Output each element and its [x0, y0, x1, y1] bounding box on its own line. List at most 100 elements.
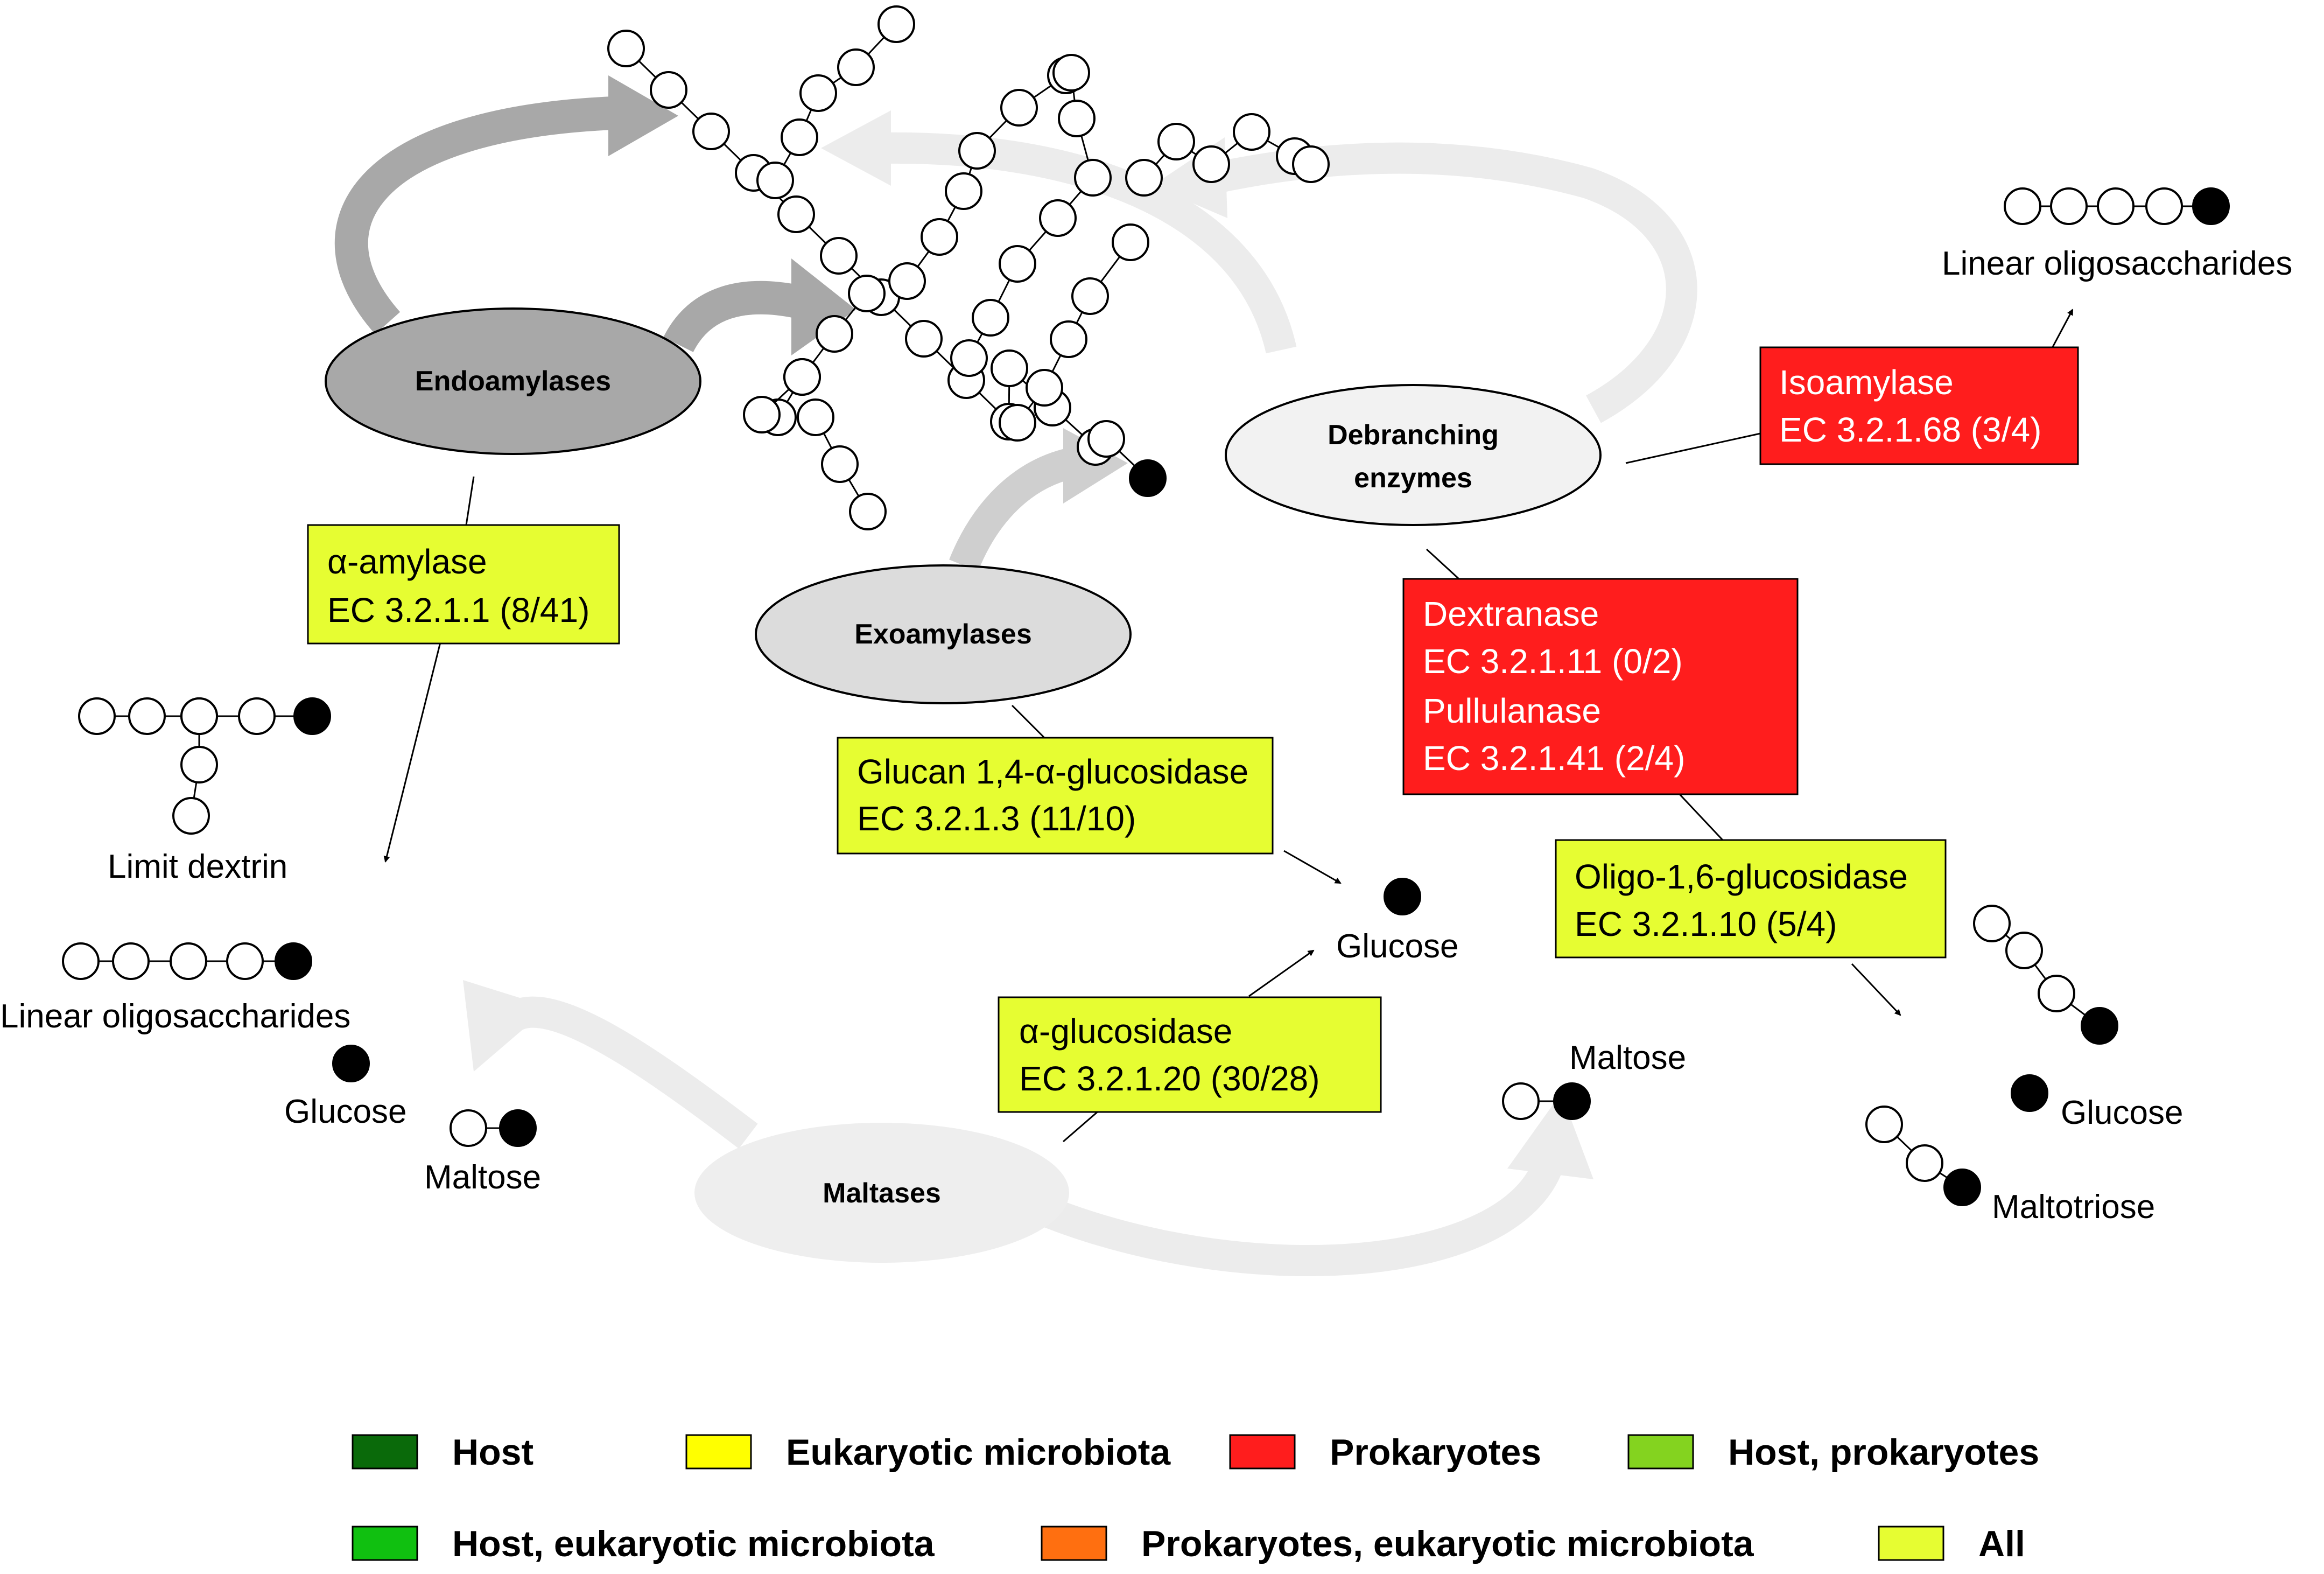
- alpha-amylase-name: α-amylase: [327, 542, 487, 581]
- legend-swatch: [352, 1526, 418, 1561]
- glucose-unit: [607, 30, 645, 67]
- glucose-unit: [877, 5, 915, 43]
- glucose-unit: [820, 237, 858, 275]
- glucose-unit: [1192, 145, 1230, 183]
- glucose-unit: [2005, 932, 2043, 969]
- legend-swatch: [1627, 1434, 1694, 1470]
- glucose-unit: [991, 349, 1028, 387]
- glucose-unit: [1074, 159, 1112, 197]
- legend-swatch: [1878, 1526, 1944, 1561]
- glucose-unit: [180, 697, 218, 735]
- legend-swatch: [352, 1434, 418, 1470]
- reducing-glucose-unit: [1384, 878, 1421, 915]
- glucose-unit: [62, 942, 100, 980]
- glucose-unit: [1052, 54, 1090, 92]
- glucan-glucosidase-box: Glucan 1,4-α-glucosidase EC 3.2.1.3 (11/…: [837, 737, 1274, 855]
- glucose-unit: [1050, 320, 1087, 358]
- starch-branch-down-left-a: [743, 358, 821, 433]
- alpha-glucosidase-box: α-glucosidase EC 3.2.1.20 (30/28): [998, 996, 1382, 1113]
- legend-label: Host: [452, 1432, 533, 1473]
- product-labels: Limit dextrin Linear oligosaccharides Gl…: [0, 245, 2292, 1226]
- reducing-glucose-unit: [293, 697, 331, 735]
- oligo-glucosidase-rect: [1555, 839, 1947, 959]
- debranching-label-line2: enzymes: [1354, 463, 1472, 494]
- reducing-glucose-unit: [1553, 1082, 1591, 1120]
- alpha-amylase-rect: [307, 524, 620, 645]
- legend-label: Host, eukaryotic microbiota: [452, 1523, 935, 1564]
- dextranase-ec: EC 3.2.1.11 (0/2): [1423, 642, 1683, 681]
- glucose-unit: [112, 942, 150, 980]
- glucose-left: [332, 1045, 370, 1082]
- starch-reducing-end: [1087, 420, 1167, 497]
- starch-branch-down-left-b: [797, 398, 887, 530]
- glucose-unit: [837, 48, 875, 86]
- maltose-left-label: Maltose: [424, 1159, 541, 1196]
- glucose-unit: [1157, 123, 1195, 160]
- reducing-glucose-unit: [2081, 1007, 2118, 1045]
- linear-oligo-left: [62, 942, 312, 980]
- dextranase-connector-top: [1426, 548, 1460, 580]
- molecules: [62, 5, 2230, 1206]
- glucose-unit: [756, 162, 794, 199]
- glucose-unit: [905, 320, 943, 358]
- glucose-unit: [888, 262, 926, 300]
- alpha-glucosidase-ec: EC 3.2.1.20 (30/28): [1019, 1059, 1320, 1098]
- glucose-unit: [1112, 223, 1149, 261]
- maltase-arrow-left: [494, 996, 758, 1149]
- glucose-unit: [945, 172, 982, 210]
- glucose-unit: [2004, 187, 2041, 225]
- reducing-glucose-unit: [2192, 187, 2230, 225]
- alpha-amylase-box: α-amylase EC 3.2.1.1 (8/41): [307, 524, 620, 645]
- legend-swatch: [1041, 1526, 1107, 1561]
- reducing-glucose-unit: [499, 1109, 537, 1147]
- alpha-glucosidase-connector-arrow: [1248, 949, 1315, 997]
- endo-arrow-lower: [663, 281, 801, 353]
- glucose-unit: [849, 493, 887, 530]
- maltose-left: [450, 1109, 537, 1147]
- oligo-connector-top: [1679, 793, 1724, 841]
- glucose-unit: [799, 74, 837, 112]
- maltose-center-label: Maltose: [1569, 1039, 1686, 1076]
- glucose-unit: [1233, 113, 1270, 151]
- starch-branch-down-right: [950, 54, 1112, 377]
- glucose-unit: [238, 697, 276, 735]
- glucose-unit: [777, 195, 815, 233]
- reducing-glucose-unit: [2011, 1074, 2048, 1112]
- pullulanase-name: Pullulanase: [1423, 691, 1601, 730]
- glucose-unit: [1973, 905, 2011, 942]
- maltase-arrow-right-head: [1507, 1093, 1593, 1179]
- linear-oligo-right: [2004, 187, 2230, 225]
- glucose-unit: [2145, 187, 2183, 225]
- maltase-arrow-right: [1027, 1153, 1565, 1277]
- oligo-connector-arrow: [1851, 963, 1901, 1016]
- glucose-center-label: Glucose: [1336, 928, 1458, 965]
- legend-label: Prokaryotes, eukaryotic microbiota: [1141, 1523, 1754, 1564]
- glucose-unit: [172, 797, 210, 835]
- glucose-unit: [1026, 369, 1063, 407]
- glucan-glucosidase-rect: [837, 737, 1274, 855]
- glucose-unit: [816, 315, 853, 353]
- oligo-glucosidase-box: Oligo-1,6-glucosidase EC 3.2.1.10 (5/4): [1555, 839, 1947, 959]
- glucose-unit: [692, 113, 730, 150]
- glucose-unit: [450, 1109, 487, 1147]
- isoamylase-connector: [1625, 432, 1761, 464]
- isoamylase-box: Isoamylase EC 3.2.1.68 (3/4): [1759, 346, 2079, 465]
- glucose-unit: [1087, 420, 1125, 458]
- glucose-unit: [1039, 199, 1077, 237]
- isoamylase-ec: EC 3.2.1.68 (3/4): [1779, 410, 2041, 449]
- reducing-glucose-unit: [1943, 1169, 1981, 1206]
- endoamylases-ellipse: [325, 307, 701, 455]
- enzyme-class-nodes: Endoamylases Exoamylases Debranching enz…: [325, 307, 1602, 1263]
- legend-label: Host, prokaryotes: [1728, 1432, 2039, 1473]
- glucose-unit: [972, 299, 1009, 337]
- dextranase-pullulanase-box: Dextranase EC 3.2.1.11 (0/2) Pullulanase…: [1402, 578, 1799, 795]
- glucose-unit: [921, 218, 958, 256]
- glucose-unit: [743, 396, 781, 433]
- maltotriose: [1865, 1106, 1981, 1206]
- dextranase-name: Dextranase: [1423, 594, 1599, 633]
- alpha-glucosidase-rect: [998, 996, 1382, 1113]
- glucose-unit: [821, 445, 859, 483]
- glucose-unit: [2097, 187, 2135, 225]
